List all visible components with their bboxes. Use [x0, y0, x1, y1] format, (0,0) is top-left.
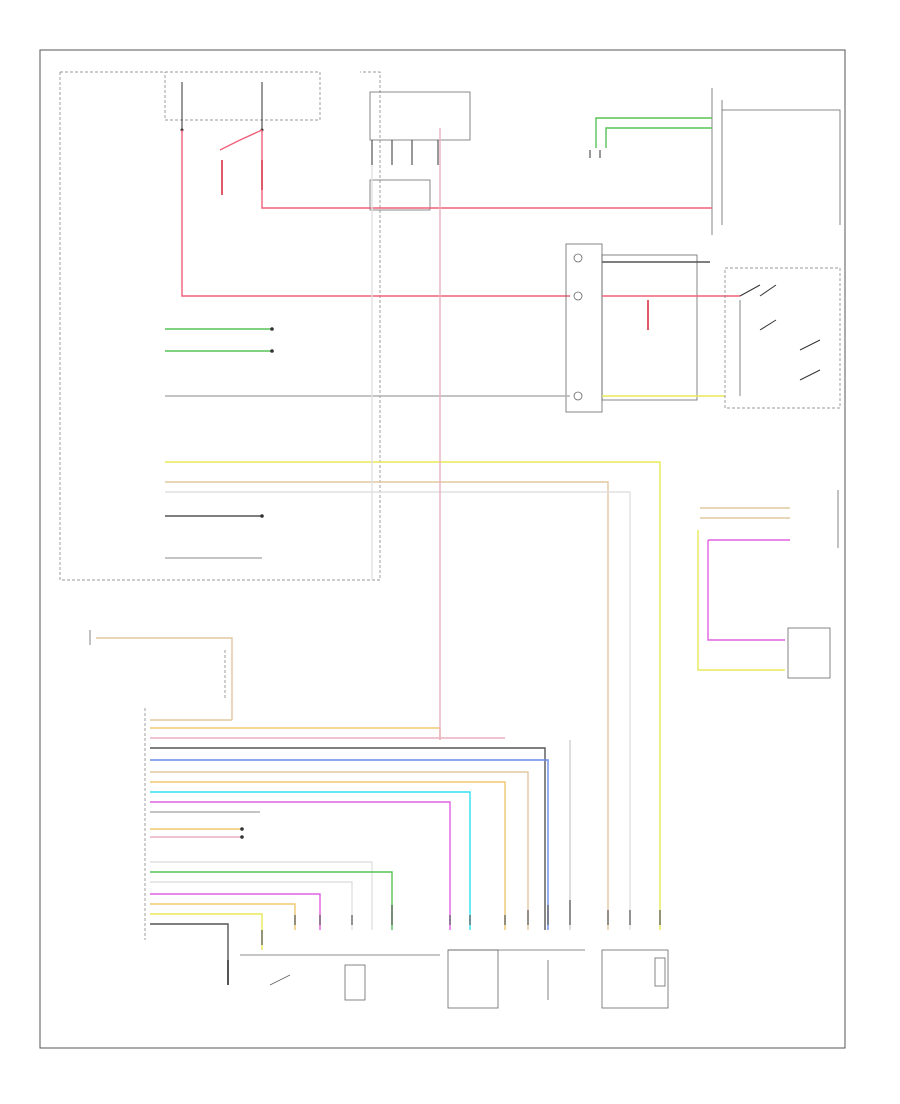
relay-block-top — [369, 91, 471, 211]
wire-red-1 — [181, 130, 570, 297]
wire-cyan-ecm — [150, 791, 471, 930]
wire-red-3 — [219, 129, 263, 151]
ecm-main-connector — [144, 708, 549, 940]
wire-tan-1 — [165, 481, 609, 930]
wire-dark-ground — [150, 923, 229, 985]
ecm-upper-connector — [89, 630, 233, 720]
wire-red-2 — [261, 130, 712, 209]
bottom-connector-ticks — [261, 900, 661, 945]
fuse-block-top — [59, 71, 381, 581]
wire-white-2 — [150, 881, 353, 930]
wire-orange-ecm-2 — [150, 903, 296, 930]
top-right-module — [711, 88, 841, 235]
ground-symbol-top — [589, 150, 601, 158]
left-connector-group-2 — [165, 461, 661, 930]
wire-magenta-tcm — [707, 540, 785, 641]
wire-tan-ecm — [150, 771, 529, 930]
wire-yellow-brake — [165, 461, 661, 930]
wire-yellow-tcm — [697, 530, 785, 671]
diagram-frame — [39, 49, 846, 1049]
bottom-module-right — [601, 949, 669, 1009]
bottom-module-left — [240, 954, 440, 1001]
ecm-lower-connector — [150, 827, 393, 985]
wire-magenta-ecm — [150, 801, 451, 930]
wire-tan-ecm-top — [96, 637, 233, 720]
wire-orange-ecm — [150, 781, 506, 930]
wire-dark-ecm — [150, 747, 546, 930]
steering-control-module — [565, 243, 698, 413]
transmission-range-switch — [697, 490, 839, 679]
wire-blue-ecm — [150, 759, 549, 930]
left-connector-group-1 — [165, 327, 570, 397]
bottom-module-mid — [447, 949, 585, 1009]
steering-wheel-controls-box — [724, 267, 841, 409]
wire-green-top-1 — [595, 117, 712, 148]
wire-white-1 — [150, 861, 373, 930]
wire-yellow-ecm-2 — [150, 913, 263, 950]
wire-green-ecm — [150, 871, 393, 930]
wire-green-top-2 — [605, 127, 712, 148]
wire-lightgray-1 — [165, 491, 631, 930]
